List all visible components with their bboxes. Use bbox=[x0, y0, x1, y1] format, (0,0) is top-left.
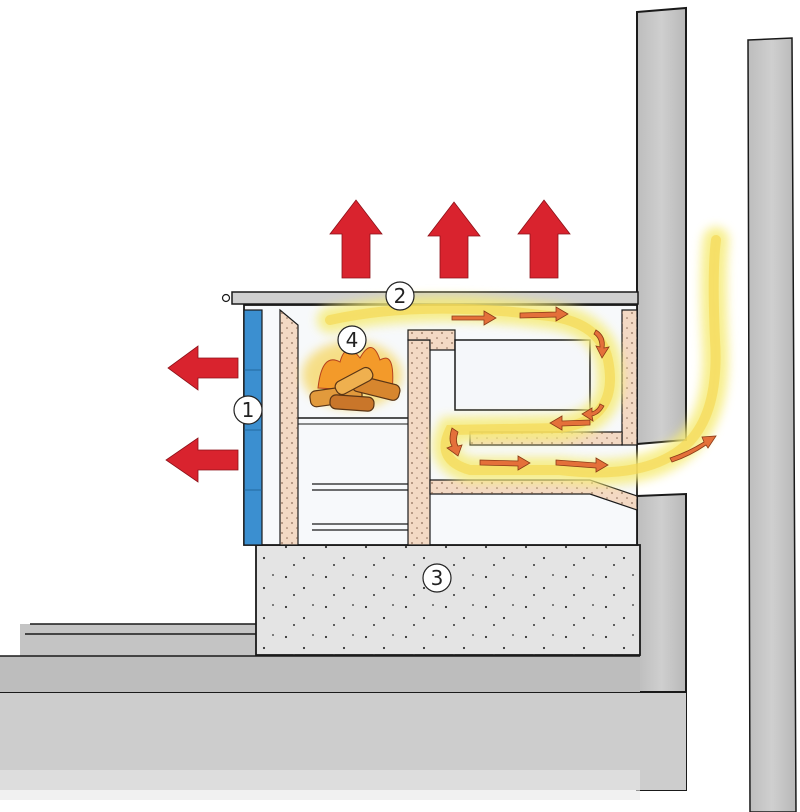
outer-wall-right bbox=[747, 37, 797, 812]
flow-arrow-icon bbox=[549, 415, 591, 431]
fire-logs bbox=[302, 341, 402, 412]
ash-pit-grate bbox=[312, 483, 408, 531]
ceramic-tile-panel bbox=[243, 309, 263, 546]
svg-text:4: 4 bbox=[346, 328, 359, 352]
chimney-wall-upper bbox=[636, 6, 687, 446]
flow-arrow-icon bbox=[479, 455, 531, 471]
callout-4: 4 bbox=[337, 325, 367, 355]
flow-arrow-icon bbox=[446, 427, 463, 457]
flow-arrow-icon bbox=[519, 306, 569, 322]
callout-1: 1 bbox=[233, 395, 263, 425]
floor-screed bbox=[20, 624, 256, 658]
stone-foundation bbox=[255, 544, 641, 656]
flow-arrow-icon bbox=[669, 435, 717, 463]
stove-body bbox=[221, 291, 639, 546]
heat-arrow-left-icon bbox=[167, 345, 239, 391]
building-structure bbox=[0, 6, 797, 812]
heat-arrow-left-icon bbox=[165, 437, 239, 483]
heat-arrow-up-icon bbox=[427, 201, 481, 279]
flue-flow-arrows bbox=[446, 306, 717, 473]
flow-arrow-icon bbox=[593, 329, 610, 359]
heat-arrow-up-icon bbox=[329, 199, 383, 279]
radiant-heat-arrows bbox=[165, 199, 571, 483]
floor-slab bbox=[0, 692, 686, 790]
flow-arrow-icon bbox=[555, 457, 609, 473]
svg-text:3: 3 bbox=[431, 566, 444, 590]
svg-text:1: 1 bbox=[242, 398, 255, 422]
svg-text:2: 2 bbox=[394, 284, 407, 308]
callout-2: 2 bbox=[385, 281, 415, 311]
callout-3: 3 bbox=[422, 563, 452, 593]
flow-arrow-icon bbox=[451, 310, 497, 326]
heat-arrow-up-icon bbox=[517, 199, 571, 279]
flow-arrow-icon bbox=[581, 403, 605, 422]
